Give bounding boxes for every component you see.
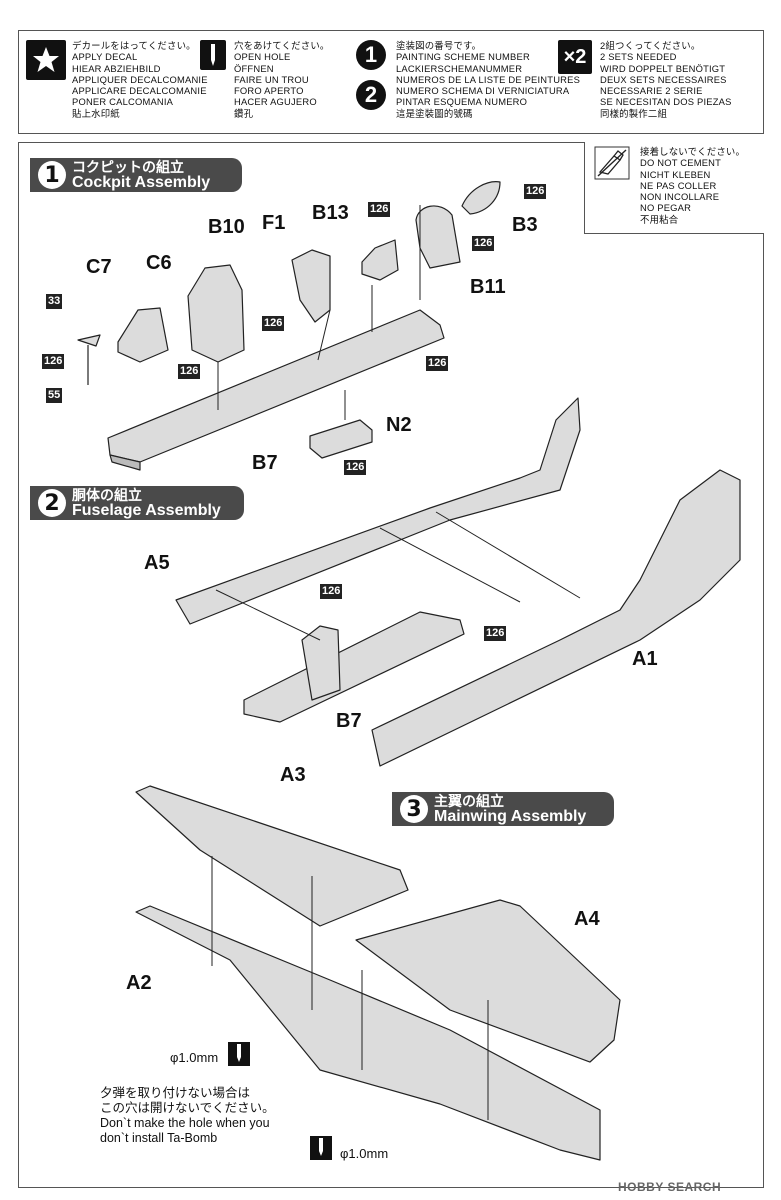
step-2-number: 2: [38, 489, 66, 517]
part-label-a5: A5: [144, 552, 170, 574]
paint-code-126-b3: 126: [524, 184, 547, 199]
hole-note: 夕弾を取り付けない場合は この穴は開けないでください。 Don`t make t…: [100, 1086, 275, 1145]
instruction-frame: [18, 142, 764, 1188]
fuselage-a1: [371, 469, 741, 767]
part-label-b3: B3: [512, 214, 538, 236]
wing-a2: [135, 905, 601, 1161]
part-label-b7-step2: B7: [336, 710, 362, 732]
paint-code-126-a1: 126: [484, 626, 507, 641]
part-label-a2: A2: [126, 972, 152, 994]
hole-size-label-1: φ1.0mm: [170, 1050, 219, 1065]
wing-a3: [135, 785, 409, 927]
paint-code-55: 55: [46, 388, 63, 403]
step-3-number: 3: [400, 795, 428, 823]
cockpit-assembly-b7: [243, 611, 465, 723]
part-label-c7: C7: [86, 256, 112, 278]
step-3-title-en: Mainwing Assembly: [434, 808, 587, 825]
part-label-b7: B7: [252, 452, 278, 474]
scheme-2-icon: 2: [356, 80, 386, 110]
part-label-n2: N2: [386, 414, 412, 436]
scheme-1-icon: 1: [356, 40, 386, 70]
hole-size-label-2: φ1.0mm: [340, 1146, 389, 1161]
star-icon: [26, 40, 66, 80]
x2-icon: ×2: [558, 40, 592, 74]
paint-code-126-f1: 126: [262, 316, 285, 331]
paint-code-126-b13: 126: [368, 202, 391, 217]
step-1-number: 1: [38, 161, 66, 189]
fuselage-a5: [175, 397, 581, 625]
part-label-b10: B10: [208, 216, 245, 238]
part-label-b11: B11: [470, 276, 506, 298]
paint-code-126-n2: 126: [344, 460, 367, 475]
step-1-title-en: Cockpit Assembly: [72, 174, 211, 191]
part-c7: [77, 334, 101, 347]
paint-code-126-c6: 126: [178, 364, 201, 379]
part-label-a1: A1: [632, 648, 658, 670]
step-1-title-jp: コクピットの組立: [72, 159, 184, 175]
part-b11: [415, 205, 461, 269]
no-glue-icon: [594, 146, 630, 185]
part-f1: [291, 249, 331, 323]
drill-icon: [228, 1042, 250, 1066]
seat-back-b10: [187, 264, 245, 363]
step-2-title-en: Fuselage Assembly: [72, 502, 221, 519]
watermark: HOBBY SEARCH: [618, 1180, 722, 1194]
do-not-cement-box: [584, 142, 764, 234]
step-3-title-jp: 主翼の組立: [434, 793, 504, 809]
paint-code-126-b11: 126: [472, 236, 495, 251]
part-label-f1: F1: [262, 212, 286, 234]
part-b3: [461, 181, 501, 215]
paint-code-33: 33: [46, 294, 63, 309]
step-2-title-jp: 胴体の組立: [72, 487, 142, 503]
part-b13: [361, 239, 399, 281]
paint-code-126-c7: 126: [42, 354, 65, 369]
part-label-c6: C6: [146, 252, 172, 274]
drill-icon: [310, 1136, 332, 1160]
part-label-a4: A4: [574, 908, 600, 930]
part-n2: [309, 419, 373, 459]
drill-icon: [200, 40, 226, 70]
paint-code-126-floor: 126: [426, 356, 449, 371]
paint-code-126-a5: 126: [320, 584, 343, 599]
wing-a4: [355, 899, 621, 1063]
seat-c6: [117, 307, 169, 363]
part-label-a3: A3: [280, 764, 306, 786]
part-label-b13: B13: [312, 202, 349, 224]
legend-box: [18, 30, 764, 134]
